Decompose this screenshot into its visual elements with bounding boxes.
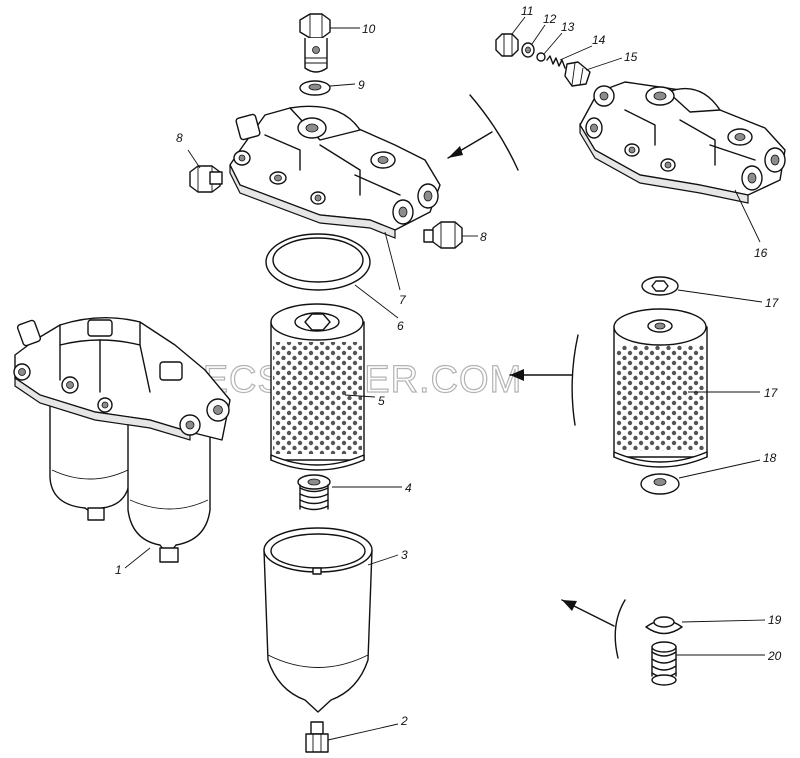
valve-ball bbox=[536, 52, 546, 62]
leader-9 bbox=[329, 83, 356, 87]
callout-1: 1 bbox=[115, 563, 122, 577]
filter-bowl bbox=[263, 527, 373, 713]
leader-17a bbox=[677, 289, 763, 303]
callout-15: 15 bbox=[624, 50, 638, 64]
spring-seat bbox=[645, 616, 683, 635]
callout-20: 20 bbox=[767, 649, 782, 663]
arrow-to-element bbox=[509, 334, 579, 426]
callout-19: 19 bbox=[768, 613, 782, 627]
callout-9: 9 bbox=[358, 78, 365, 92]
filter-element bbox=[270, 303, 365, 471]
leader-19 bbox=[681, 619, 766, 623]
callout-2: 2 bbox=[400, 714, 408, 728]
valve-body bbox=[564, 61, 591, 87]
banjo-bolt bbox=[299, 13, 331, 73]
callout-8b: 8 bbox=[480, 230, 487, 244]
callout-4: 4 bbox=[405, 481, 412, 495]
leader-3 bbox=[367, 554, 399, 566]
element-seal-bottom bbox=[640, 473, 680, 495]
callout-8a: 8 bbox=[176, 131, 183, 145]
callout-13: 13 bbox=[561, 20, 575, 34]
arrow-to-spring bbox=[561, 599, 626, 659]
callout-3: 3 bbox=[401, 548, 408, 562]
valve-gasket bbox=[521, 42, 535, 58]
spring bbox=[297, 474, 331, 511]
callout-5: 5 bbox=[378, 394, 385, 408]
element-seal-top bbox=[641, 276, 679, 296]
leader-2 bbox=[327, 723, 399, 741]
leader-16 bbox=[734, 189, 761, 243]
leader-13 bbox=[543, 32, 563, 55]
arrow-to-cover bbox=[447, 94, 519, 171]
callout-11: 11 bbox=[521, 4, 533, 18]
leader-8a bbox=[187, 149, 201, 169]
alt-spring bbox=[651, 641, 677, 686]
valve-cap bbox=[495, 33, 519, 57]
washer bbox=[299, 80, 331, 96]
callout-18: 17 bbox=[764, 386, 779, 400]
leader-15 bbox=[585, 57, 623, 71]
leader-6 bbox=[354, 284, 399, 319]
sealing-ring bbox=[265, 233, 371, 291]
bolt-plug-right bbox=[423, 221, 463, 249]
leader-5 bbox=[344, 394, 376, 398]
housing-cover bbox=[229, 105, 441, 239]
callout-16: 16 bbox=[754, 246, 768, 260]
bolt-plug-left bbox=[189, 165, 223, 193]
leader-14 bbox=[559, 45, 593, 61]
callout-6: 6 bbox=[397, 319, 404, 333]
callout-10: 10 bbox=[362, 22, 376, 36]
drain-plug bbox=[305, 721, 329, 753]
assembled-filter bbox=[13, 316, 231, 563]
valve-spring bbox=[546, 55, 566, 69]
alt-housing-cover bbox=[579, 81, 786, 204]
leader-17b bbox=[678, 459, 761, 479]
alt-filter-element bbox=[613, 308, 708, 468]
leader-7 bbox=[384, 231, 401, 291]
leader-11 bbox=[511, 16, 526, 35]
callout-12: 12 bbox=[543, 12, 557, 26]
callout-17a: 17 bbox=[765, 296, 780, 310]
leader-1 bbox=[124, 547, 151, 569]
leader-12 bbox=[531, 24, 546, 45]
callout-7: 7 bbox=[399, 293, 407, 307]
callout-17b: 18 bbox=[763, 451, 777, 465]
callout-14: 14 bbox=[592, 33, 606, 47]
